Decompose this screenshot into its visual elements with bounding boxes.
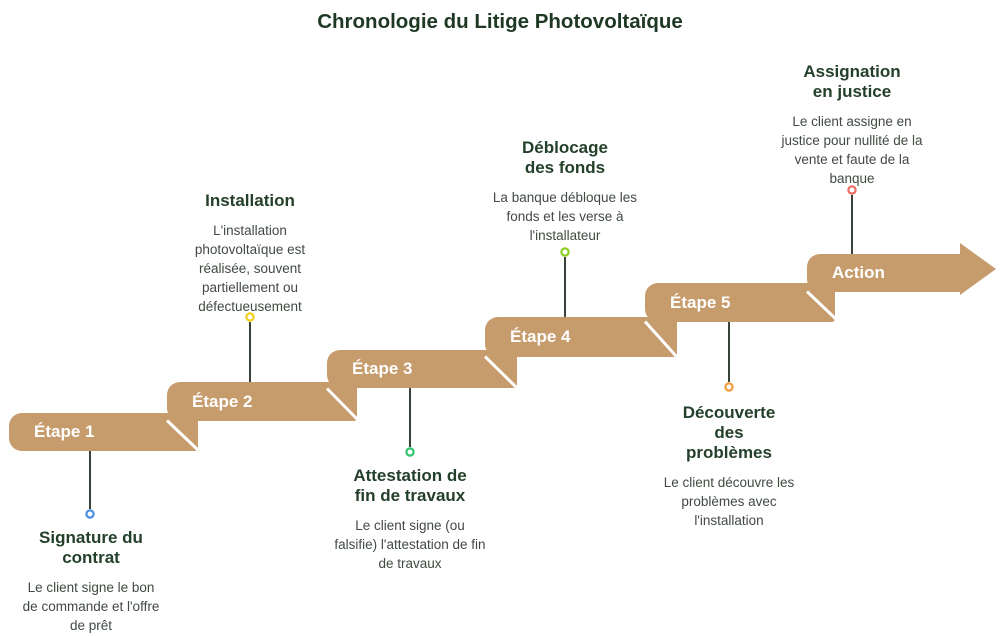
- diagram-title: Chronologie du Litige Photovoltaïque: [317, 10, 683, 33]
- step-banner-label: Étape 2: [192, 391, 253, 411]
- note-etape-4: Déblocage des fonds La banque débloque l…: [486, 138, 644, 246]
- milestone-dot-etape-3: [405, 447, 415, 457]
- note-action: Assignation en justice Le client assigne…: [778, 62, 926, 189]
- note-description: Le client signe (ou falsifie) l'attestat…: [334, 518, 486, 571]
- note-heading: Déblocage des fonds: [522, 138, 608, 178]
- note-heading: Signature du contrat: [39, 528, 143, 568]
- note-description: Le client découvre les problèmes avec l'…: [663, 475, 795, 528]
- step-banner-etape-1: Étape 1: [9, 413, 198, 451]
- note-heading: Découverte des problèmes: [682, 403, 776, 463]
- note-description: Le client assigne en justice pour nullit…: [781, 114, 923, 186]
- note-description: L'installation photovoltaïque est réalis…: [194, 223, 306, 314]
- note-etape-3: Attestation de fin de travaux Le client …: [334, 466, 486, 574]
- note-heading: Attestation de fin de travaux: [353, 466, 467, 506]
- action-arrow-label: Action: [832, 263, 885, 282]
- step-banner-label: Étape 3: [352, 359, 413, 378]
- milestone-dot-etape-5: [724, 382, 734, 392]
- note-description: La banque débloque les fonds et les vers…: [492, 190, 638, 243]
- action-arrow-head-icon: [960, 243, 996, 295]
- note-etape-1: Signature du contrat Le client signe le …: [22, 528, 160, 636]
- step-banner-etape-3: Étape 3: [327, 350, 517, 388]
- step-banner-label: Étape 1: [34, 422, 95, 441]
- note-heading: Assignation en justice: [803, 62, 901, 102]
- action-arrow-body: Action: [807, 254, 962, 292]
- step-banner-label: Étape 4: [510, 327, 571, 346]
- step-banner-etape-4: Étape 4: [485, 317, 677, 357]
- milestone-dot-etape-4: [560, 247, 570, 257]
- step-banner-etape-2: Étape 2: [167, 382, 357, 421]
- milestone-dot-etape-1: [85, 509, 95, 519]
- note-heading: Installation: [205, 191, 295, 210]
- note-description: Le client signe le bon de commande et l'…: [22, 580, 160, 633]
- step-banner-etape-5: Étape 5: [645, 283, 835, 322]
- note-etape-2: Installation L'installation photovoltaïq…: [185, 191, 315, 317]
- note-etape-5: Découverte des problèmes Le client décou…: [657, 403, 802, 531]
- step-banner-label: Étape 5: [670, 292, 731, 312]
